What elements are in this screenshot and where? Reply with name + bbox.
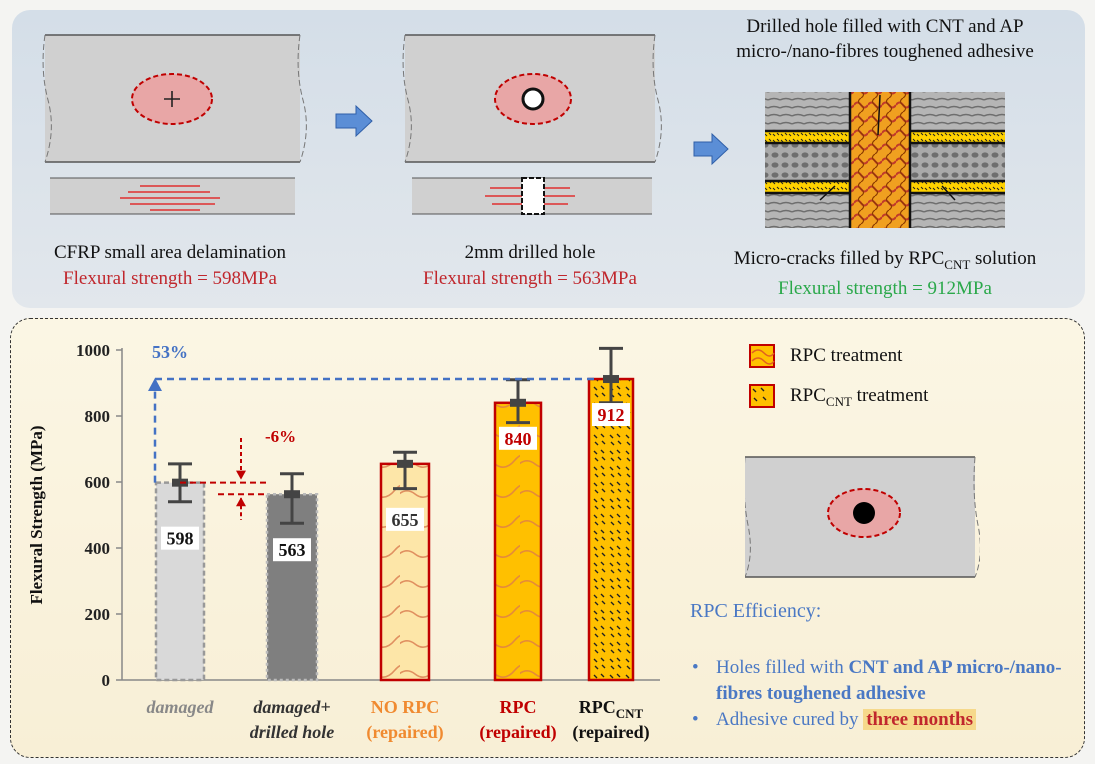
legend-swatches: [749, 344, 775, 408]
panel1-caption: CFRP small area delamination: [53, 242, 286, 263]
panel1-strength: Flexural strength = 598MPa: [63, 268, 277, 289]
category-label-line2: (repaired): [366, 722, 443, 743]
annotation-decrease: -6%: [265, 427, 296, 446]
mean-marker: [510, 398, 526, 407]
value-label-box: [273, 538, 311, 562]
bar: [265, 492, 319, 682]
panel2-caption: 2mm drilled hole: [464, 242, 596, 263]
value-label: 655: [392, 510, 419, 530]
mean-marker: [603, 375, 619, 384]
bar: [154, 481, 206, 682]
category-label-line2: drilled hole: [250, 722, 335, 742]
panel3-strength: Flexural strength = 912MPa: [778, 278, 992, 299]
value-label-box: [499, 426, 537, 450]
category-label: RPCCNT: [579, 697, 644, 721]
panel3-caption: Micro-cracks filled by RPCCNT solution: [733, 248, 1037, 272]
bar: [587, 377, 635, 682]
arrow-icon: [335, 104, 373, 138]
panel2-drawing: [402, 34, 662, 215]
value-label: 840: [505, 429, 532, 449]
efficiency-list: Holes filled with CNT and AP micro-/nano…: [690, 655, 1080, 733]
annotation-increase: 53%: [152, 342, 188, 362]
y-tick-label: 0: [102, 671, 111, 690]
category-label: damaged+: [253, 697, 330, 717]
y-tick-label: 800: [85, 407, 111, 426]
increase-arrow-head: [148, 378, 162, 392]
efficiency-title: RPC Efficiency:: [690, 600, 822, 622]
efficiency-bullet-2: Adhesive cured by three months: [690, 707, 1080, 733]
category-label: NO RPC: [371, 697, 440, 717]
panel3-title: Drilled hole filled with CNT and AP micr…: [736, 16, 1034, 62]
decrease-arrowhead-bottom: [236, 497, 246, 507]
mean-marker: [397, 459, 413, 468]
arrow-icon: [693, 132, 729, 166]
y-axis-label: Flexural Strength (MPa): [27, 425, 46, 604]
y-tick-label: 600: [85, 473, 111, 492]
repaired-sample-drawing: [745, 456, 980, 578]
y-tick-label: 400: [85, 539, 111, 558]
value-label: 563: [279, 540, 306, 560]
bar: [379, 462, 431, 682]
y-tick-label: 1000: [76, 341, 110, 360]
panel2-strength: Flexural strength = 563MPa: [423, 268, 637, 289]
value-label: 912: [598, 405, 625, 425]
schematic-drawings: [42, 34, 1005, 228]
legend-rpc: RPC treatment: [790, 345, 903, 366]
mean-marker: [284, 490, 300, 499]
panel1-drawing: [42, 34, 307, 215]
category-label: RPC: [500, 697, 537, 717]
panel3-drawing: [765, 92, 1005, 228]
efficiency-bullet-1: Holes filled with CNT and AP micro-/nano…: [690, 655, 1080, 707]
value-label-box: [161, 526, 199, 550]
category-label: damaged: [147, 697, 215, 717]
legend-rpccnt: RPCCNT treatment: [790, 385, 929, 409]
decrease-arrowhead-top: [236, 470, 246, 480]
value-label-box: [386, 507, 424, 531]
value-label: 598: [167, 529, 194, 549]
category-label-line2: (repaired): [479, 722, 556, 743]
category-label-line2: (repaired): [572, 722, 649, 743]
value-label-box: [592, 403, 630, 427]
y-tick-label: 200: [85, 605, 111, 624]
